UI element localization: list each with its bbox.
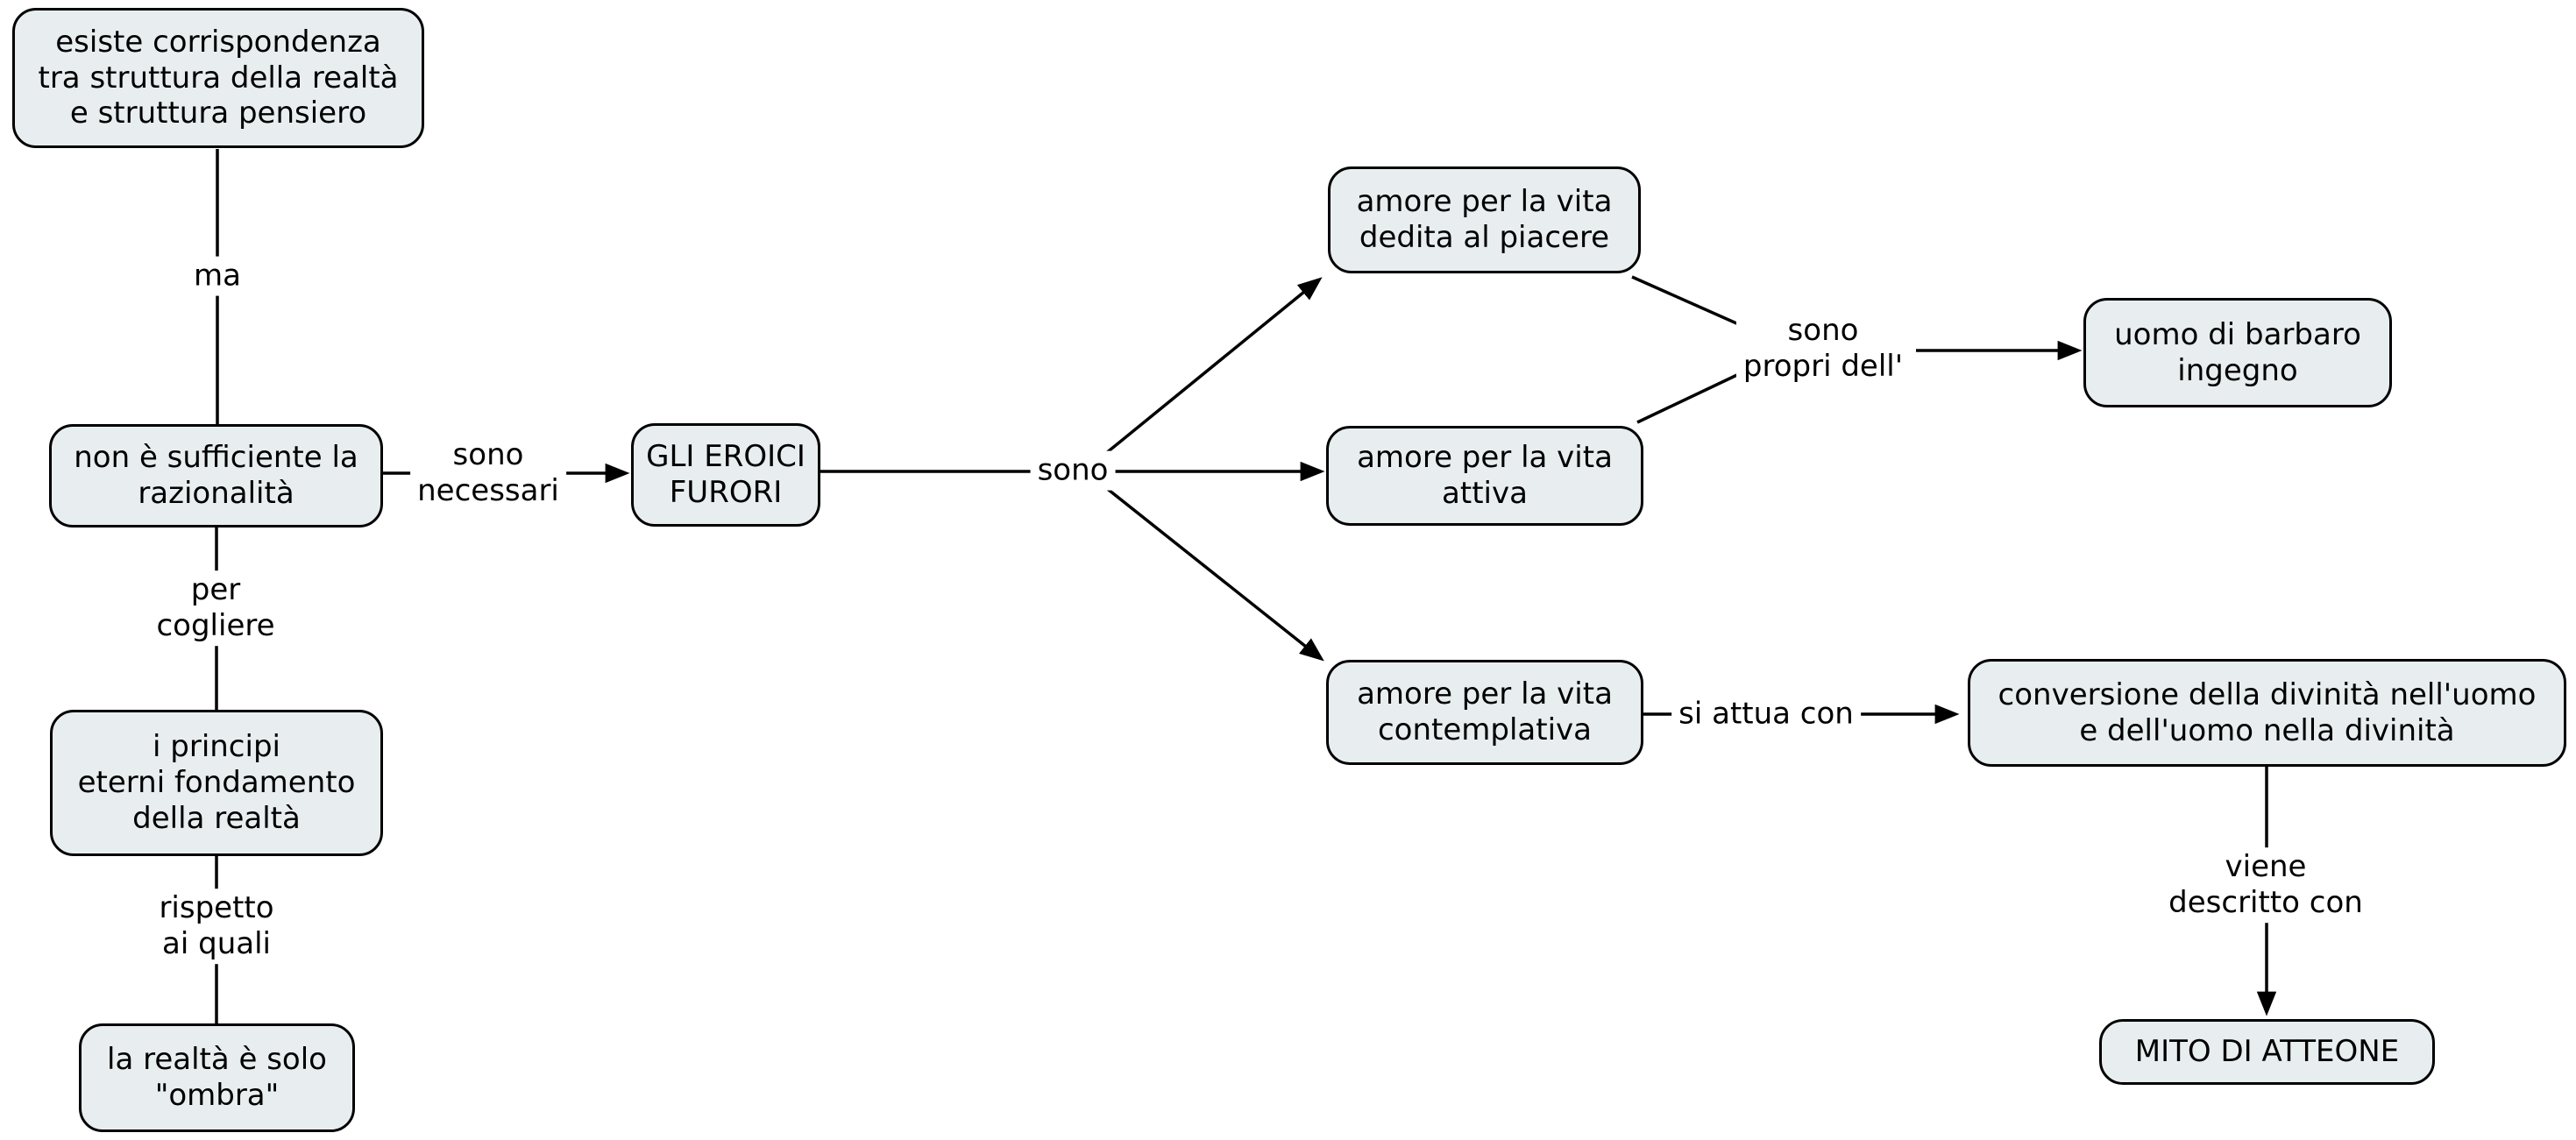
node-amore-vita-contemplativa: amore per la vita contemplativa xyxy=(1326,660,1643,765)
edge-label-ma: ma xyxy=(187,256,248,296)
edge-piacere-sonopropri xyxy=(1631,275,1743,328)
node-esiste-corrispondenza: esiste corrispondenza tra struttura dell… xyxy=(12,8,424,148)
edge-label-rispetto-ai-quali: rispetto ai quali xyxy=(152,889,281,964)
edge-attiva-sonopropri xyxy=(1636,371,1743,424)
node-realta-e-solo-ombra: la realtà è solo "ombra" xyxy=(79,1023,355,1132)
node-uomo-di-barbaro-ingegno: uomo di barbaro ingegno xyxy=(2083,298,2392,407)
node-amore-vita-dedita-al-piacere: amore per la vita dedita al piacere xyxy=(1328,166,1641,273)
node-non-e-sufficiente-razionalita: non è sufficiente la razionalità xyxy=(49,424,383,528)
edge-label-viene-descritto-con: viene descritto con xyxy=(2161,847,2370,923)
edge-label-sono-propri-dell: sono propri dell' xyxy=(1735,311,1911,386)
node-conversione-divinita: conversione della divinità nell'uomo e d… xyxy=(1968,659,2566,767)
edge-sono-contemplativa xyxy=(1099,482,1324,662)
node-gli-eroici-furori: GLI EROICI FURORI xyxy=(631,423,820,527)
edge-label-si-attua-con: si attua con xyxy=(1671,694,1861,734)
edge-label-sono: sono xyxy=(1030,450,1116,491)
edge-sono-piacere xyxy=(1099,277,1323,459)
edge-label-per-cogliere: per cogliere xyxy=(149,570,282,646)
node-mito-di-atteone: MITO DI ATTEONE xyxy=(2099,1019,2435,1085)
node-principi-eterni: i principi eterni fondamento della realt… xyxy=(50,710,383,856)
edge-label-sono-necessari: sono necessari xyxy=(410,435,566,511)
node-amore-vita-attiva: amore per la vita attiva xyxy=(1326,426,1643,526)
